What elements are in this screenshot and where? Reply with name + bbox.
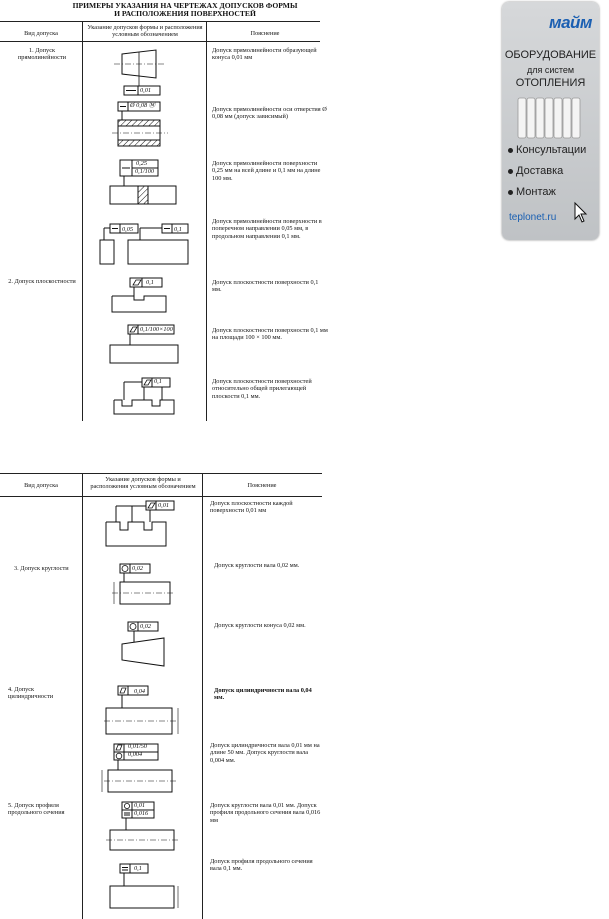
explanation-5: Допуск плоскостности поверхности 0,1 мм. [212, 279, 319, 294]
drawing-cylindricity [104, 685, 179, 735]
kind-flatness: 2. Допуск плоскостности [8, 278, 76, 285]
ad-site-link[interactable]: teplonet.ru [509, 212, 557, 223]
explanation-12: Допуск цилиндричности вала 0,01 мм на дл… [210, 742, 320, 764]
ad-item-consult: Консультации [507, 144, 587, 156]
frame-value-g5b: 0,004 [128, 751, 143, 758]
drawing-flatness-3 [113, 377, 175, 415]
frame-value-4a: 0,05 [122, 226, 134, 233]
frame-value-2: Ø 0,08 Ⓜ [130, 102, 156, 109]
ad-banner[interactable]: майм ОБОРУДОВАНИЕ для систем ОТОПЛЕНИЯ К… [502, 2, 599, 240]
frame-value-g6a: 0,01 [134, 802, 146, 809]
frame-value-g6b: 0,016 [134, 810, 149, 817]
ad-item-install: Монтаж [508, 186, 556, 198]
frame-value-4b: 0,1 [174, 226, 182, 233]
drawing-hole-axis [112, 101, 168, 147]
frame-value-1: 0,01 [140, 87, 152, 94]
explanation-1: Допуск прямолинейности образующей конуса… [212, 47, 317, 62]
frame-value-3b: 0,1/100 [135, 168, 155, 175]
ad-item-delivery: Доставка [507, 165, 564, 177]
drawing-flatness-each [105, 500, 175, 547]
drawing-profile [109, 863, 179, 909]
header-explanation: Пояснение [250, 30, 280, 37]
drawing-surface-straightness [109, 159, 177, 205]
explanation-14: Допуск профиля продольного сечения вала … [210, 858, 313, 873]
kind-straightness: 1. Допуск прямолинейности [17, 47, 67, 62]
drawing-cylindricity-roundness [101, 743, 178, 793]
frame-value-5: 0,1 [146, 279, 154, 286]
explanation-13: Допуск круглости вала 0,01 мм. Допуск пр… [210, 802, 321, 824]
header-kind-2: Вид допуска [24, 482, 58, 489]
kind-roundness: 3. Допуск круглости [14, 565, 69, 572]
explanation-6: Допуск плоскостности поверхности 0,1 мм … [212, 327, 328, 342]
frame-value-g2: 0,02 [132, 565, 144, 572]
frame-value-g1: 0,01 [158, 502, 170, 509]
frame-value-g3: 0,02 [140, 623, 152, 630]
frame-value-7: 0,1 [154, 378, 162, 385]
kind-cylindricity: 4. Допуск цилиндричности [8, 686, 54, 701]
explanation-10: Допуск круглости конуса 0,02 мм. [214, 622, 306, 629]
header-indication: Указание допусков формы и расположения у… [87, 24, 203, 39]
brand-logo: майм [549, 13, 593, 32]
frame-value-3a: 0,25 [136, 160, 148, 167]
ad-line-2: для систем [526, 65, 575, 75]
frame-value-6: 0,1/100×100 [140, 326, 173, 333]
drawing-flatness-1 [111, 277, 167, 313]
explanation-3: Допуск прямолинейности поверхности 0,25 … [212, 160, 321, 182]
explanation-8: Допуск плоскостности каждой поверхности … [210, 500, 293, 515]
drawing-two-directions [99, 223, 189, 265]
header-kind: Вид допуска [24, 30, 58, 37]
explanation-9: Допуск круглости вала 0,02 мм. [214, 562, 300, 569]
explanation-4: Допуск прямолинейности поверхности в поп… [212, 218, 322, 240]
radiator-icon [517, 97, 581, 139]
frame-value-g4: 0,04 [134, 688, 146, 695]
explanation-2: Допуск прямолинейности оси отверстия Ø 0… [212, 106, 327, 121]
page-title: ПРИМЕРЫ УКАЗАНИЯ НА ЧЕРТЕЖАХ ДОПУСКОВ ФО… [72, 1, 298, 19]
drawing-flatness-2 [109, 324, 179, 364]
explanation-11: Допуск цилиндричности вала 0,04 мм. [214, 687, 312, 702]
explanation-7: Допуск плоскостности поверхностей относи… [212, 378, 312, 400]
header-explanation-2: Пояснение [247, 482, 277, 489]
drawing-roundness-shaft [112, 563, 174, 605]
ad-line-3: ОТОПЛЕНИЯ [515, 77, 586, 89]
header-indication-2: Указание допусков формы и расположения у… [90, 476, 196, 491]
drawing-cone-straightness [114, 49, 166, 96]
frame-value-g7: 0,1 [134, 865, 142, 872]
drawing-roundness-cone [121, 621, 165, 667]
ad-line-1: ОБОРУДОВАНИЕ [504, 49, 597, 61]
cursor-icon [574, 201, 588, 223]
drawing-profile-roundness [106, 801, 178, 851]
kind-profile: 5. Допуск профиля продольного сечения [8, 802, 65, 817]
frame-value-g5a: 0,01/50 [128, 743, 148, 750]
